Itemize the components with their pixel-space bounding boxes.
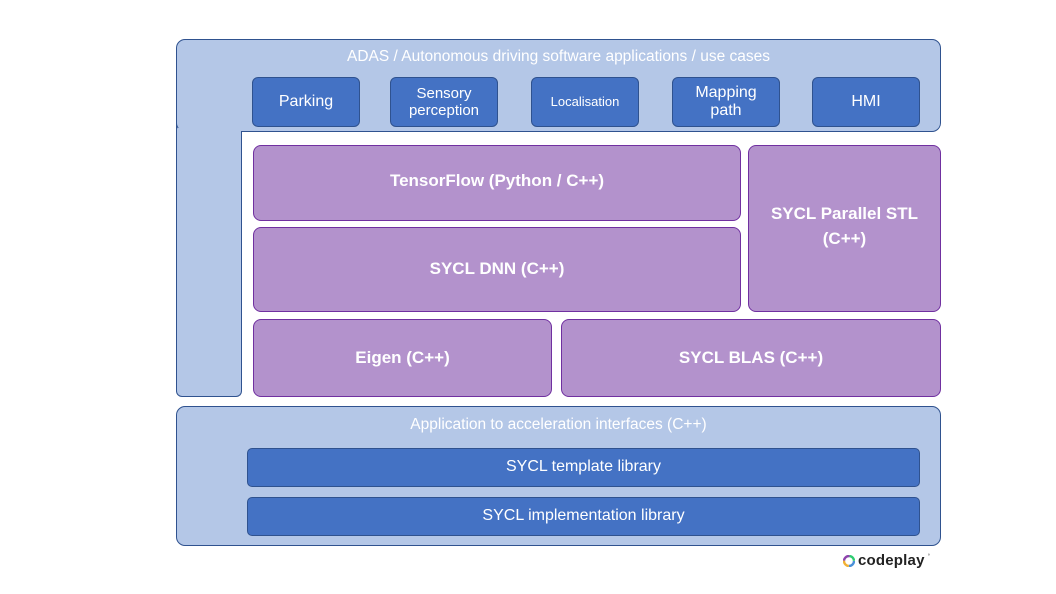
sycl-blas-label: SYCL BLAS (C++)	[678, 347, 824, 367]
applications-layer-title: ADAS / Autonomous driving software appli…	[346, 48, 771, 65]
codeplay-logo-icon	[843, 554, 855, 567]
app-item-label: Sensory perception	[408, 84, 480, 119]
app-item-mapping-path: Mapping path	[672, 77, 780, 127]
applications-layer-side	[176, 118, 242, 397]
app-item-sensory-perception: Sensory perception	[390, 77, 498, 127]
app-item-localisation: Localisation	[531, 77, 639, 127]
app-item-parking: Parking	[252, 77, 360, 127]
sycl-implementation-library-label: SYCL implementation library	[482, 507, 685, 525]
codeplay-logo-text: codeplay	[858, 552, 925, 569]
codeplay-logo-mark: °	[927, 554, 931, 560]
app-item-hmi: HMI	[812, 77, 920, 127]
codeplay-logo: codeplay °	[843, 552, 930, 569]
sycl-implementation-library: SYCL implementation library	[247, 497, 920, 536]
sycl-parallel-stl-label: SYCL Parallel STL (C++)	[770, 203, 919, 248]
tensorflow-label: TensorFlow (Python / C++)	[389, 170, 605, 190]
layer-join	[177, 128, 241, 134]
app-item-label: Mapping path	[695, 83, 757, 119]
app-item-label: HMI	[851, 92, 881, 110]
sycl-blas-block: SYCL BLAS (C++)	[561, 319, 941, 397]
sycl-template-library-label: SYCL template library	[505, 458, 662, 476]
tensorflow-block: TensorFlow (Python / C++)	[253, 145, 741, 221]
app-item-label: Localisation	[550, 93, 620, 109]
eigen-block: Eigen (C++)	[253, 319, 552, 397]
app-item-label: Parking	[278, 92, 334, 110]
sycl-parallel-stl-block: SYCL Parallel STL (C++)	[748, 145, 941, 312]
eigen-label: Eigen (C++)	[355, 347, 450, 367]
sycl-template-library: SYCL template library	[247, 448, 920, 487]
interfaces-layer-title: Application to acceleration interfaces (…	[410, 416, 707, 433]
sycl-dnn-block: SYCL DNN (C++)	[253, 227, 741, 312]
sycl-dnn-label: SYCL DNN (C++)	[429, 259, 565, 279]
